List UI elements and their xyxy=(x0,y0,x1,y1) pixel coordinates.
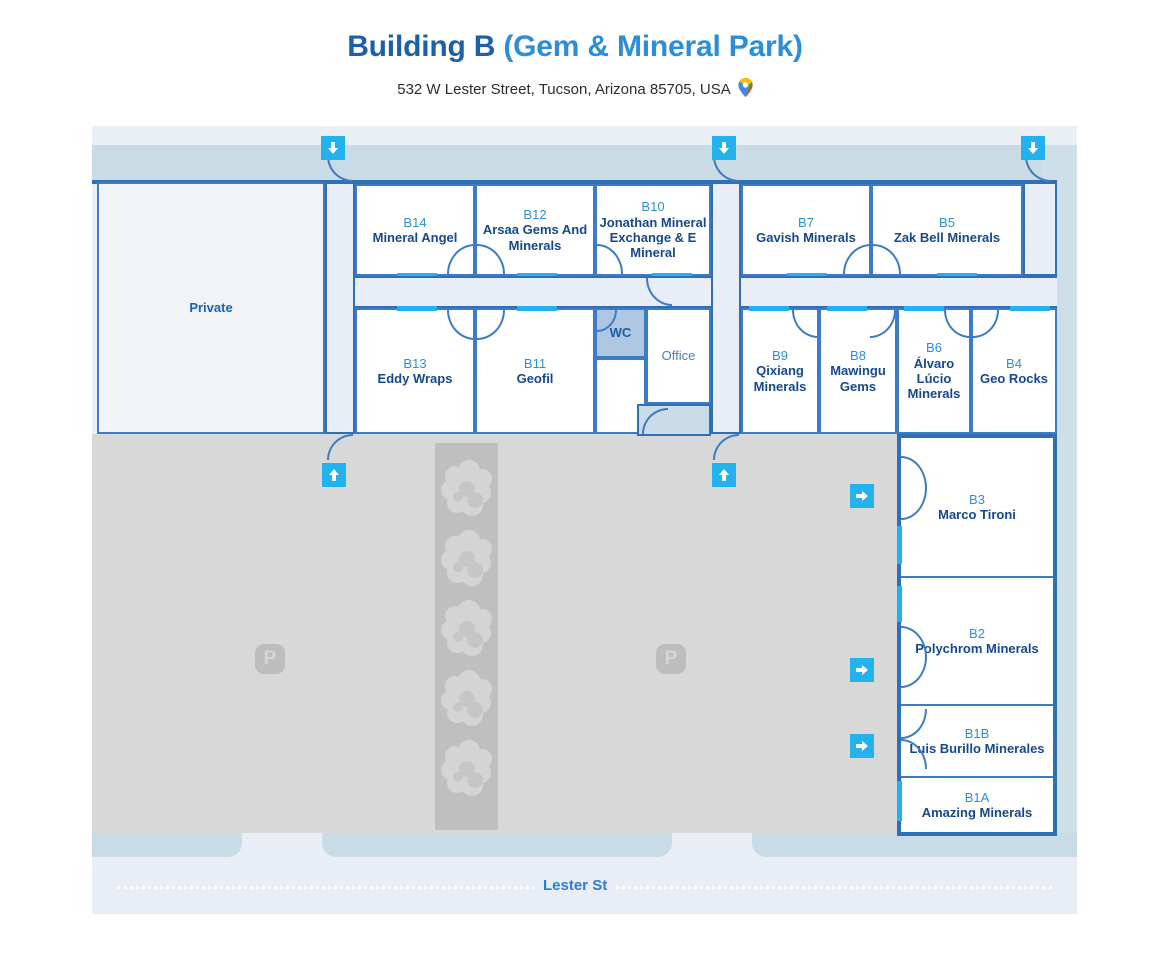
room-b12-code: B12 xyxy=(523,207,547,222)
entrance-right-2[interactable] xyxy=(850,658,874,682)
room-b8-name: Mawingu Gems xyxy=(830,363,886,394)
band-lower-sidewalk-c xyxy=(752,833,1077,857)
arrow-right-icon xyxy=(856,665,868,675)
entrance-down-1[interactable] xyxy=(321,136,345,160)
room-b5-code: B5 xyxy=(939,214,955,230)
room-b10-name: Jonathan Mineral Exchange & E Mineral xyxy=(599,214,707,261)
tree-icon xyxy=(438,599,496,664)
room-office[interactable]: Office xyxy=(646,308,711,404)
room-b9-code: B9 xyxy=(772,348,788,363)
room-b5-name: Zak Bell Minerals xyxy=(893,230,1001,245)
room-private-label: Private xyxy=(189,300,233,316)
room-b4-code: B4 xyxy=(1006,355,1022,371)
room-b10-code: B10 xyxy=(641,199,665,215)
window-b7 xyxy=(787,273,827,278)
entrance-down-2[interactable] xyxy=(712,136,736,160)
tree-icon xyxy=(438,669,496,734)
bay-top-right xyxy=(1023,182,1057,276)
arrow-right-icon xyxy=(856,741,868,751)
room-b14-code: B14 xyxy=(403,214,427,230)
room-b3-code: B3 xyxy=(969,491,985,507)
room-b14-name: Mineral Angel xyxy=(372,230,458,245)
page-header: Building B (Gem & Mineral Park) 532 W Le… xyxy=(0,0,1150,125)
tree-icon xyxy=(438,529,496,594)
window-b1a xyxy=(897,781,902,821)
parking-marker-right: P xyxy=(656,644,686,674)
window-b13 xyxy=(397,306,437,311)
entrance-up-2[interactable] xyxy=(712,463,736,487)
entrance-right-1[interactable] xyxy=(850,484,874,508)
room-b12-name: Arsaa Gems And Minerals xyxy=(482,222,588,253)
room-b7-name: Gavish Minerals xyxy=(756,230,856,245)
room-private[interactable]: Private xyxy=(97,182,325,434)
window-b3 xyxy=(897,526,902,564)
tree-icon xyxy=(438,739,496,804)
window-b14 xyxy=(397,273,437,278)
entrance-up-1[interactable] xyxy=(322,463,346,487)
arrow-down-icon xyxy=(1028,142,1038,154)
window-b8 xyxy=(827,306,867,311)
room-b8-code: B8 xyxy=(850,348,866,363)
room-b13-name: Eddy Wraps xyxy=(377,371,453,386)
corridor-center-vertical xyxy=(711,182,741,434)
window-b12 xyxy=(517,273,557,278)
window-b5 xyxy=(937,273,977,278)
room-b2-name: Polychrom Minerals xyxy=(915,641,1039,656)
arrow-down-icon xyxy=(328,142,338,154)
window-b11 xyxy=(517,306,557,311)
room-office-label: Office xyxy=(661,348,696,364)
band-lower-sidewalk-b xyxy=(322,833,672,857)
window-b9 xyxy=(749,306,789,311)
address-text: 532 W Lester Street, Tucson, Arizona 857… xyxy=(397,81,731,98)
street-label: Lester St xyxy=(534,877,617,894)
entrance-down-3[interactable] xyxy=(1021,136,1045,160)
room-b3-name: Marco Tironi xyxy=(938,507,1016,522)
room-b13-code: B13 xyxy=(403,355,427,371)
parking-marker-left: P xyxy=(255,644,285,674)
parking-marker-left-label: P xyxy=(263,648,277,669)
outer-wall-top xyxy=(92,180,1057,184)
room-b9-name: Qixiang Minerals xyxy=(753,363,807,394)
parking-marker-right-label: P xyxy=(664,648,678,669)
arrow-up-icon xyxy=(329,469,339,481)
corridor-left-vertical xyxy=(325,182,355,434)
title-secondary: (Gem & Mineral Park) xyxy=(503,30,803,63)
room-b1b-name: Luis Burillo Minerales xyxy=(909,741,1045,756)
band-lower-sidewalk-a xyxy=(92,833,242,857)
corridor-mid-right xyxy=(741,276,1057,308)
entrance-right-3[interactable] xyxy=(850,734,874,758)
room-wc-label: WC xyxy=(609,325,632,341)
room-b4-name: Geo Rocks xyxy=(980,371,1048,386)
room-b1a-name: Amazing Minerals xyxy=(921,805,1033,820)
room-b11-code: B11 xyxy=(523,355,547,371)
band-upper-sidewalk xyxy=(92,145,1077,182)
window-b10 xyxy=(652,273,692,278)
arrow-up-icon xyxy=(719,469,729,481)
room-b2-code: B2 xyxy=(969,625,985,641)
window-b4 xyxy=(1010,306,1050,311)
window-b2 xyxy=(897,586,902,622)
arrow-right-icon xyxy=(856,491,868,501)
title-primary: Building B xyxy=(347,30,504,63)
band-top-approach xyxy=(92,126,1077,145)
map-pin-icon[interactable] xyxy=(738,78,753,101)
window-b6 xyxy=(904,306,944,311)
address-line: 532 W Lester Street, Tucson, Arizona 857… xyxy=(0,78,1150,101)
room-b1a-code: B1A xyxy=(964,789,990,805)
room-b11-name: Geofil xyxy=(516,371,554,386)
room-b7-code: B7 xyxy=(798,214,814,230)
arrow-down-icon xyxy=(719,142,729,154)
page-title: Building B (Gem & Mineral Park) xyxy=(0,30,1150,64)
room-b1b-code: B1B xyxy=(964,725,990,741)
room-b6-name: Álvaro Lúcio Minerals xyxy=(907,355,961,402)
tree-icon xyxy=(438,459,496,524)
room-b6-code: B6 xyxy=(926,340,942,356)
